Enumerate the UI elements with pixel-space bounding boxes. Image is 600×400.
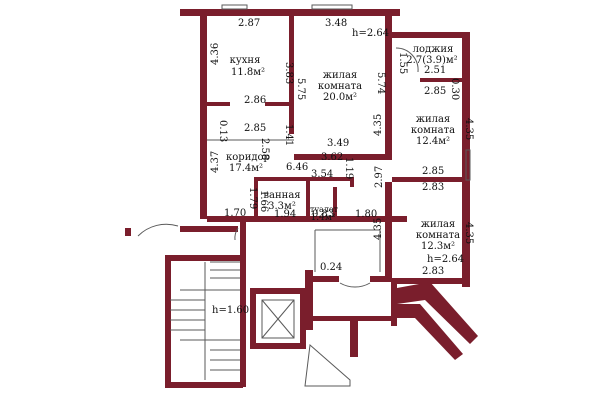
room-bath: ванная 3.3м² bbox=[263, 190, 300, 212]
dim-label: 1.79 bbox=[247, 187, 258, 209]
dim-label: 2.83 bbox=[422, 266, 444, 277]
room-area: 17.4м² bbox=[229, 163, 263, 174]
dim-label: 4.35 bbox=[373, 114, 384, 136]
dim-label: 2.83 bbox=[422, 182, 444, 193]
dim-label: 0.83 bbox=[312, 209, 334, 220]
room-name-2: комната bbox=[318, 81, 362, 92]
room-name: жилая bbox=[416, 114, 451, 125]
dim-label: 2.86 bbox=[244, 95, 266, 106]
room-name: коридор bbox=[226, 152, 270, 163]
room-name: лоджия bbox=[413, 44, 454, 55]
dim-label: 1.66 bbox=[258, 190, 269, 212]
dim-label: 2.87 bbox=[238, 18, 260, 29]
dim-label: 4.36 bbox=[210, 43, 221, 65]
dim-label: 5.74 bbox=[375, 72, 386, 94]
dim-label: 2.85 bbox=[424, 86, 446, 97]
partitions bbox=[137, 4, 471, 387]
dim-label: 3.83 bbox=[283, 62, 294, 84]
dim-label: 2.85 bbox=[422, 166, 444, 177]
dim-label: 1.70 bbox=[224, 208, 246, 219]
dim-label: 0.30 bbox=[449, 78, 460, 100]
room-area: 12.4м² bbox=[416, 136, 450, 147]
dim-label: 2.51 bbox=[424, 65, 446, 76]
dim-label: 1.55 bbox=[397, 52, 408, 74]
room-kitchen: кухня 11.8м² bbox=[230, 55, 265, 78]
room-area: 12.3м² bbox=[421, 241, 455, 252]
dim-label: 2.85 bbox=[244, 123, 266, 134]
room-loggia: лоджия 2.7(3.9)м² bbox=[406, 44, 457, 66]
dim-label: 3.62 bbox=[321, 152, 343, 163]
dim-label: h=1.60 bbox=[212, 305, 249, 316]
room-area: 3.3м² bbox=[268, 201, 296, 212]
dim-label: 1.80 bbox=[355, 209, 377, 220]
room-living-2: жилая комната 12.4м² bbox=[411, 114, 455, 147]
room-area: 2.7(3.9)м² bbox=[406, 55, 457, 66]
dim-label: 4.35 bbox=[463, 222, 474, 244]
dim-label: 3.49 bbox=[327, 138, 349, 149]
room-name-2: комната bbox=[416, 230, 460, 241]
dim-label: 2.58 bbox=[259, 138, 270, 160]
dim-label: 3.48 bbox=[325, 18, 347, 29]
dim-label: 3.54 bbox=[311, 169, 333, 180]
dim-label: 5.75 bbox=[295, 78, 306, 100]
room-name: туалет bbox=[310, 205, 339, 214]
room-living-1: жилая комната 20.0м² bbox=[318, 70, 362, 103]
dim-label: 0.24 bbox=[320, 262, 342, 273]
dim-label: h=2.64 bbox=[352, 28, 389, 39]
room-area: 1.4м² bbox=[311, 213, 336, 223]
dim-label: 4.35 bbox=[373, 218, 384, 240]
room-name: жилая bbox=[323, 70, 358, 81]
room-living-3: жилая комната 12.3м² bbox=[416, 219, 460, 252]
dim-label: h=2.64 bbox=[427, 254, 464, 265]
dim-label: 1.94 bbox=[274, 209, 296, 220]
room-toilet: туалет 1.4м² bbox=[310, 205, 339, 223]
dim-label: 1.19 bbox=[343, 157, 354, 179]
room-area: 20.0м² bbox=[323, 92, 357, 103]
dim-label: 4.35 bbox=[463, 118, 474, 140]
dim-label: 1.41 bbox=[283, 124, 294, 146]
room-area: 11.8м² bbox=[231, 67, 265, 78]
room-name: ванная bbox=[263, 190, 300, 201]
dim-label: 4.37 bbox=[210, 151, 221, 173]
room-name: кухня bbox=[230, 55, 261, 66]
dim-label: 6.46 bbox=[286, 162, 308, 173]
room-name: жилая bbox=[421, 219, 456, 230]
room-name-2: комната bbox=[411, 125, 455, 136]
dim-label: 0.13 bbox=[217, 120, 228, 142]
dim-label: 2.97 bbox=[374, 166, 385, 188]
room-corridor: коридор 17.4м² bbox=[226, 152, 270, 174]
dimension-labels: 2.87 3.48 h=2.64 4.36 3.83 5.75 5.74 1.5… bbox=[210, 18, 474, 316]
